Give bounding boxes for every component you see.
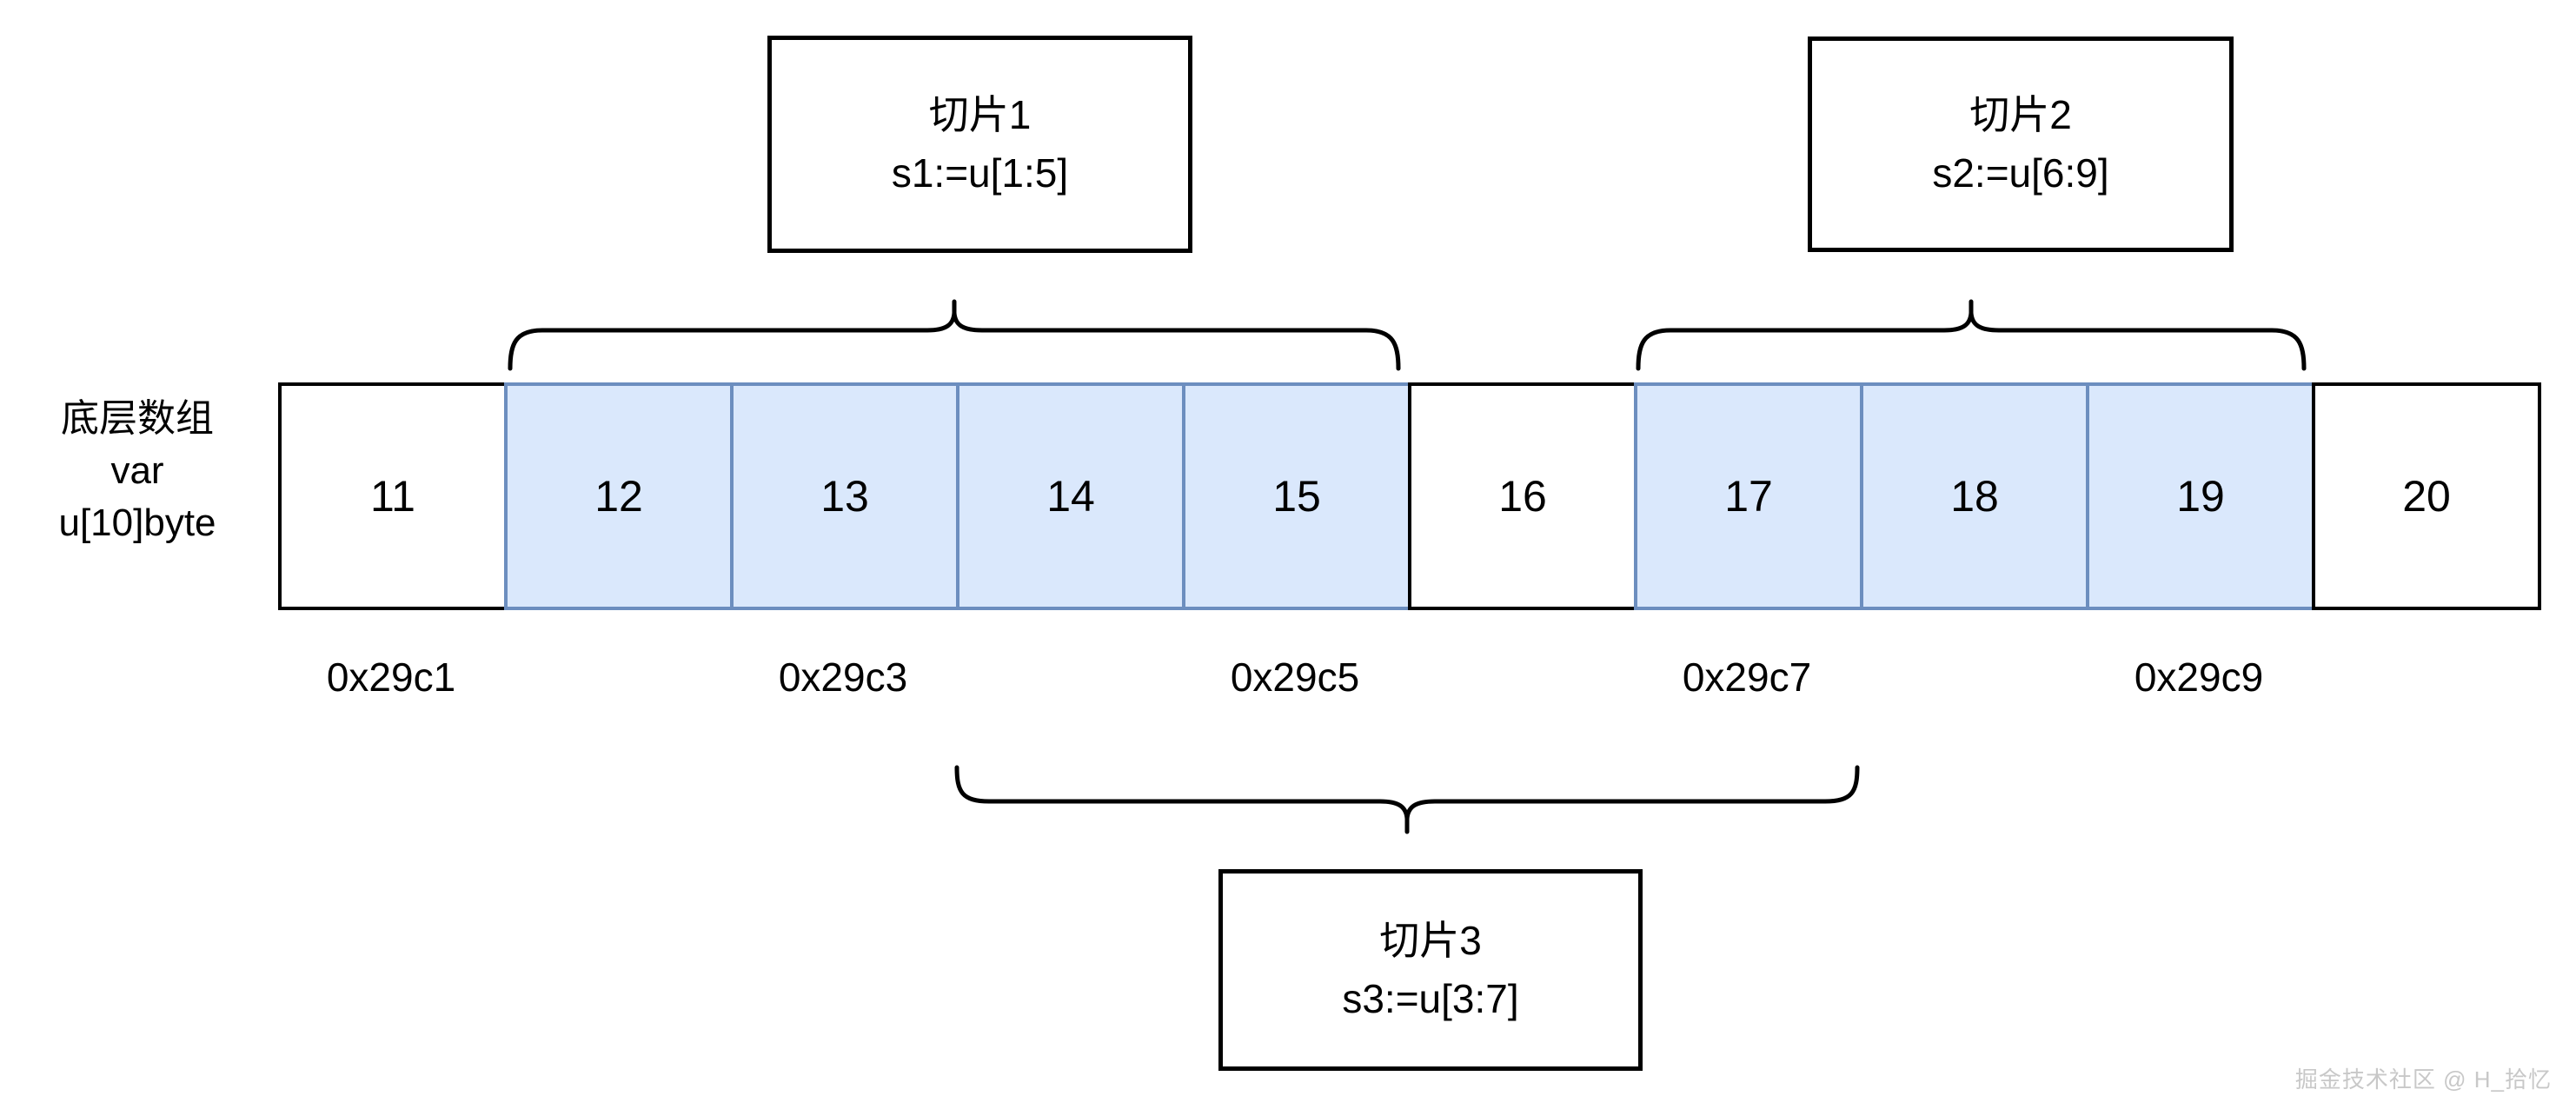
array-cell: 18 — [1860, 382, 2089, 610]
address-label: 0x29c7 — [1682, 654, 1812, 700]
address-label: 0x29c9 — [2134, 654, 2264, 700]
address-label: 0x29c5 — [1230, 654, 1360, 700]
array-cell: 11 — [278, 382, 508, 610]
array-cell: 15 — [1182, 382, 1411, 610]
slice1-title: 切片1 — [928, 92, 1032, 137]
array-cell: 20 — [2312, 382, 2541, 610]
array-cell: 16 — [1408, 382, 1637, 610]
slice2-box: 切片2 s2:=u[6:9] — [1808, 37, 2234, 252]
array-label-line3: u[10]byte — [58, 502, 216, 544]
array-cell: 12 — [504, 382, 734, 610]
slice3-title: 切片3 — [1379, 918, 1482, 963]
watermark: 掘金技术社区 @ H_拾忆 — [2294, 1066, 2552, 1093]
array-cell: 14 — [956, 382, 1185, 610]
address-row: 0x29c1 0x29c3 0x29c5 0x29c7 0x29c9 — [165, 654, 2425, 701]
array-cell: 17 — [1634, 382, 1863, 610]
slice3-expression: s3:=u[3:7] — [1342, 976, 1519, 1021]
array-label: 底层数组 var u[10]byte — [0, 393, 275, 549]
slice1-expression: s1:=u[1:5] — [891, 150, 1069, 196]
address-label: 0x29c1 — [326, 654, 456, 700]
array-row: 11 12 13 14 15 16 17 18 19 20 — [278, 382, 2541, 610]
brace-slice1-icon — [508, 299, 1401, 371]
brace-slice3-icon — [954, 765, 1860, 834]
slice2-title: 切片2 — [1969, 92, 2072, 137]
array-label-line2: var — [110, 449, 164, 492]
address-label: 0x29c3 — [778, 654, 908, 700]
array-cell: 19 — [2086, 382, 2315, 610]
array-label-line1: 底层数组 — [61, 397, 214, 440]
slice1-box: 切片1 s1:=u[1:5] — [767, 36, 1192, 253]
brace-slice2-icon — [1636, 299, 2307, 371]
slice3-box: 切片3 s3:=u[3:7] — [1218, 869, 1643, 1071]
array-cell: 13 — [730, 382, 959, 610]
slice2-expression: s2:=u[6:9] — [1932, 150, 2109, 196]
